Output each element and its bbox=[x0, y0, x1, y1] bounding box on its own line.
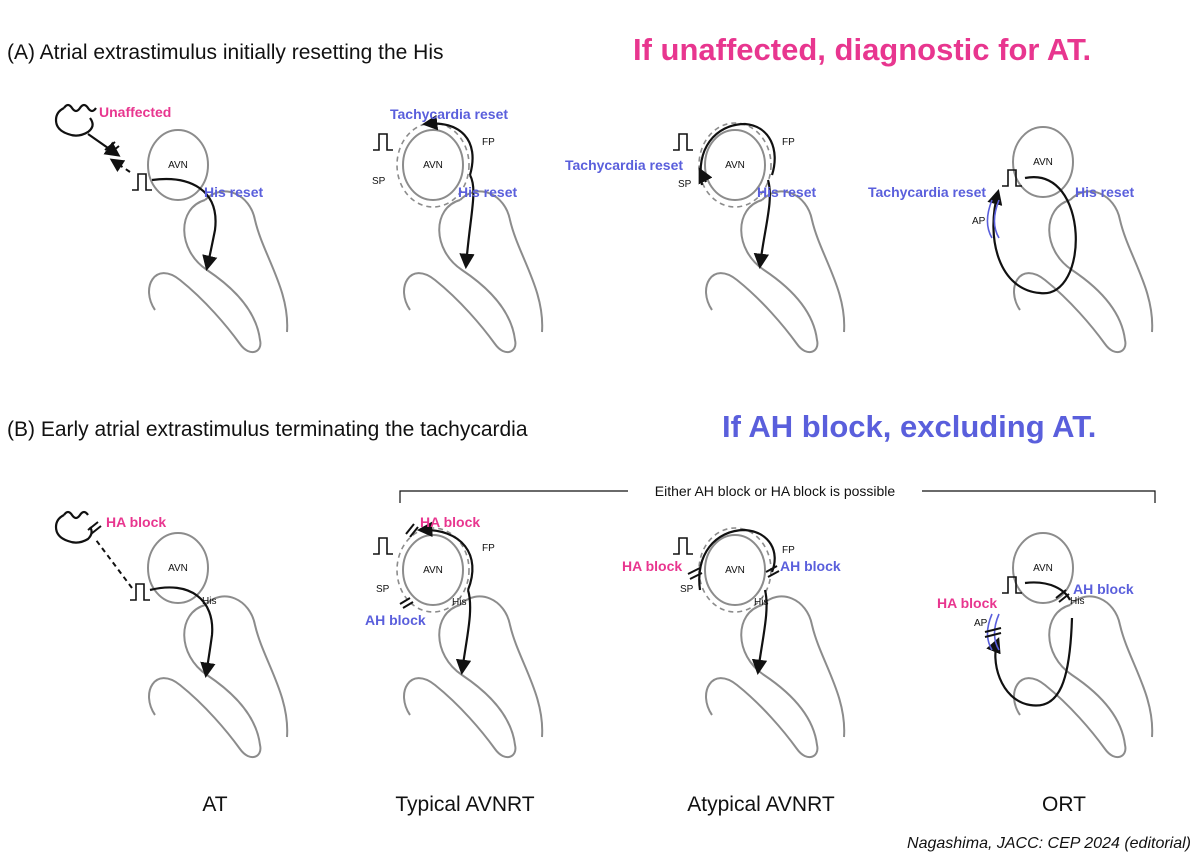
heart-outline bbox=[1013, 595, 1154, 759]
label-ha-block: HA block bbox=[106, 514, 166, 530]
svg-text:SP: SP bbox=[376, 584, 390, 595]
pulse-icon bbox=[672, 133, 694, 151]
panel-b-at: AVN His HA block bbox=[54, 510, 289, 759]
svg-text:His: His bbox=[452, 597, 466, 608]
svg-text:SP: SP bbox=[372, 176, 386, 187]
svg-text:His: His bbox=[1070, 596, 1084, 607]
bracket-label: Either AH block or HA block is possible bbox=[655, 483, 896, 499]
pulse-icon bbox=[129, 583, 151, 601]
label-tachycardia-reset: Tachycardia reset bbox=[868, 184, 986, 200]
svg-text:SP: SP bbox=[680, 584, 694, 595]
svg-text:His: His bbox=[202, 596, 216, 607]
section-a-heading: (A) Atrial extrastimulus initially reset… bbox=[7, 41, 443, 64]
reentry-arrow bbox=[987, 176, 1077, 295]
his-arrow bbox=[753, 179, 771, 270]
svg-text:FP: FP bbox=[782, 137, 795, 148]
heart-outline bbox=[403, 190, 544, 354]
possible-block-bracket: Either AH block or HA block is possible bbox=[399, 483, 1156, 503]
label-ah-block: AH block bbox=[365, 612, 426, 628]
label-his-reset: His reset bbox=[1075, 184, 1134, 200]
accessory-pathway bbox=[986, 613, 1000, 651]
label-ha-block: HA block bbox=[937, 595, 997, 611]
accessory-pathway bbox=[986, 199, 1000, 239]
heart-outline bbox=[705, 595, 846, 759]
column-label-at: AT bbox=[202, 793, 227, 816]
heart-outline bbox=[1013, 190, 1154, 354]
label-ha-block: HA block bbox=[420, 514, 480, 530]
panel-a-ort: AVN AP Tachycardia reset His reset bbox=[868, 126, 1154, 354]
svg-text:AVN: AVN bbox=[725, 160, 745, 171]
label-his-reset: His reset bbox=[458, 184, 517, 200]
svg-text:FP: FP bbox=[482, 137, 495, 148]
panel-b-atypical-avnrt: AVN FP SP His HA block AH block bbox=[622, 527, 846, 759]
pulse-icon bbox=[672, 537, 694, 555]
panel-a-at: AVN Unaffected His reset bbox=[54, 103, 289, 354]
svg-text:AVN: AVN bbox=[1033, 563, 1053, 574]
column-label-ort: ORT bbox=[1042, 793, 1086, 816]
svg-text:FP: FP bbox=[482, 543, 495, 554]
section-b-statement: If AH block, excluding AT. bbox=[722, 409, 1096, 444]
his-arrow bbox=[149, 586, 216, 679]
svg-text:AVN: AVN bbox=[725, 565, 745, 576]
svg-text:AP: AP bbox=[972, 216, 986, 227]
atrial-focus bbox=[54, 510, 93, 544]
avn-circle bbox=[147, 129, 209, 201]
section-a-statement: If unaffected, diagnostic for AT. bbox=[633, 32, 1091, 67]
pulse-icon bbox=[372, 133, 394, 151]
label-tachycardia-reset: Tachycardia reset bbox=[390, 106, 508, 122]
citation: Nagashima, JACC: CEP 2024 (editorial) bbox=[907, 835, 1191, 852]
section-b-heading: (B) Early atrial extrastimulus terminati… bbox=[7, 418, 528, 441]
panel-b-typical-avnrt: AVN FP SP His HA block AH block bbox=[365, 514, 544, 759]
label-unaffected: Unaffected bbox=[99, 104, 171, 120]
panel-b-ort: AVN AP His HA block AH block bbox=[937, 532, 1154, 759]
svg-text:AP: AP bbox=[974, 618, 988, 629]
heart-outline bbox=[705, 190, 846, 354]
svg-text:AVN: AVN bbox=[423, 160, 443, 171]
svg-text:SP: SP bbox=[678, 179, 692, 190]
label-tachycardia-reset: Tachycardia reset bbox=[565, 157, 683, 173]
label-ah-block: AH block bbox=[1073, 581, 1134, 597]
svg-text:AVN: AVN bbox=[168, 563, 188, 574]
column-label-typical-avnrt: Typical AVNRT bbox=[395, 793, 534, 816]
heart-outline bbox=[148, 595, 289, 759]
svg-text:FP: FP bbox=[782, 545, 795, 556]
focus-arrow bbox=[87, 133, 121, 157]
label-his-reset: His reset bbox=[204, 184, 263, 200]
label-ha-block: HA block bbox=[622, 558, 682, 574]
his-arrow bbox=[151, 178, 218, 272]
avn-label: AVN bbox=[168, 160, 188, 171]
fast-pathway-arrow bbox=[421, 114, 474, 176]
heart-outline bbox=[148, 190, 289, 354]
column-label-atypical-avnrt: Atypical AVNRT bbox=[687, 793, 835, 816]
svg-text:AVN: AVN bbox=[1033, 157, 1053, 168]
panel-a-typical-avnrt: AVN FP SP Tachycardia reset His reset bbox=[372, 106, 544, 354]
label-his-reset: His reset bbox=[757, 184, 816, 200]
pulse-icon bbox=[372, 537, 394, 555]
his-arrow bbox=[459, 174, 475, 270]
svg-text:AVN: AVN bbox=[423, 565, 443, 576]
panel-a-atypical-avnrt: AVN FP SP Tachycardia reset His reset bbox=[565, 122, 846, 354]
atrial-focus bbox=[54, 103, 97, 137]
reentry-arrow bbox=[699, 122, 776, 186]
svg-text:His: His bbox=[754, 597, 768, 608]
label-ah-block: AH block bbox=[780, 558, 841, 574]
